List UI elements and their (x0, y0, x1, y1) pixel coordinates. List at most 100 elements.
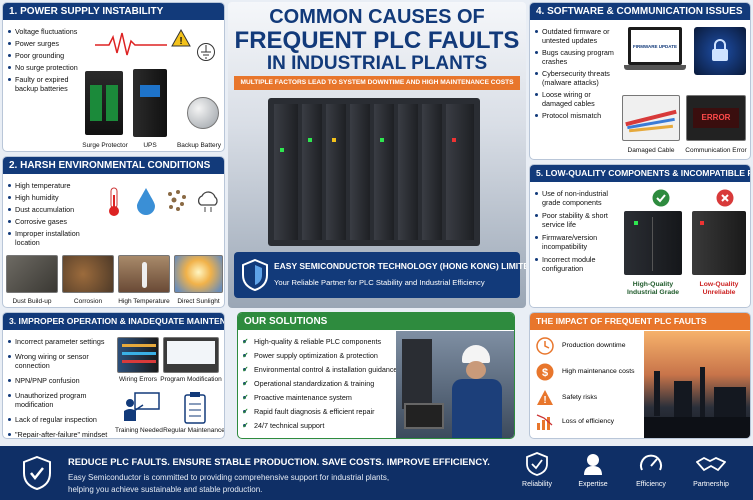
check-icon: ✓ (242, 407, 249, 416)
panel-environment: 2. HARSH ENVIRONMENTAL CONDITIONS High t… (2, 156, 225, 308)
direct-sunlight-image (174, 255, 223, 293)
list-item: Unauthorized program modification (7, 391, 119, 409)
caption: Program Modification (160, 376, 222, 383)
footer-icon-label: Expertise (578, 481, 608, 488)
laptop-image: FIRMWARE UPDATE (624, 27, 686, 75)
engineer-photo (396, 331, 514, 438)
bad-label: Low-Quality Unreliable (699, 281, 739, 297)
firmware-screen-text: FIRMWARE UPDATE (633, 43, 677, 49)
backup-battery-image (187, 97, 219, 129)
wiring-errors-image (117, 337, 159, 373)
panel-header: 2. HARSH ENVIRONMENTAL CONDITIONS (3, 157, 224, 174)
warning-icon: ! (537, 390, 553, 406)
voltage-spike-icon (95, 32, 167, 56)
caption: Communication Error (685, 147, 747, 154)
footer-icon-label: Reliability (522, 481, 552, 488)
program-modification-image (163, 337, 219, 373)
dollar-icon: $ (536, 363, 554, 381)
title-line: COMMON CAUSES OF (269, 6, 485, 28)
maintenance-checklist-icon (184, 392, 206, 424)
cross-icon (716, 189, 734, 207)
company-tagline: Your Reliable Partner for PLC Stability … (274, 278, 485, 287)
cause-list: Incorrect parameter settings Wrong wirin… (7, 337, 119, 438)
footer-icon-item: Reliability (514, 452, 560, 488)
good-label: High-Quality Industrial Grade (626, 281, 680, 297)
solution-label: Proactive maintenance system (254, 393, 352, 402)
svg-text:$: $ (542, 367, 548, 379)
subtitle-banner: MULTIPLE FACTORS LEAD TO SYSTEM DOWNTIME… (234, 76, 520, 90)
list-item: High humidity (7, 193, 97, 202)
list-item: High temperature (7, 181, 97, 190)
shield-logo-icon (242, 259, 268, 291)
list-item: Wrong wiring or sensor connection (7, 352, 119, 370)
footer-text: helping you achieve sustainable and stab… (68, 485, 263, 494)
panel-header: 1. POWER SUPPLY INSTABILITY (3, 3, 224, 20)
hero-section: COMMON CAUSES OF FREQUENT PLC FAULTS IN … (228, 2, 526, 308)
lock-icon (712, 39, 728, 61)
cause-list: Outdated firmware or untested updates Bu… (534, 27, 620, 120)
caption: Training Needed (115, 427, 163, 434)
warning-icon: ! (171, 29, 191, 47)
solution-label: High-quality & reliable PLC components (254, 337, 382, 346)
impact-item: Production downtime (536, 337, 640, 357)
reliability-icon (526, 452, 548, 476)
check-icon: ✓ (242, 379, 249, 388)
ground-icon (197, 43, 215, 61)
solutions-list: ✓High-quality & reliable PLC components … (242, 337, 402, 430)
shield-check-icon (23, 456, 51, 490)
footer-text: Easy Semiconductor is committed to provi… (68, 473, 390, 482)
solution-label: Power supply optimization & protection (254, 351, 378, 360)
impact-label: High maintenance costs (562, 368, 635, 375)
footer-banner: REDUCE PLC FAULTS. ENSURE STABLE PRODUCT… (0, 446, 753, 500)
title-line: IN INDUSTRIAL PLANTS (266, 53, 488, 74)
list-item: Bugs causing program crashes (534, 48, 620, 66)
solution-item: ✓ 24/7 technical support (242, 421, 402, 430)
caption: UPS (143, 142, 157, 149)
dust-icon (168, 190, 186, 211)
panel-header: 3. IMPROPER OPERATION & INADEQUATE MAINT… (3, 313, 224, 330)
caption: Backup Battery (176, 142, 222, 149)
check-icon: ✓ (242, 365, 249, 374)
check-icon: ✓ (242, 421, 249, 430)
downtime-clock-icon (536, 337, 554, 355)
footer-icon-label: Efficiency (636, 481, 666, 488)
corrosive-gas-icon (197, 191, 218, 212)
panel-operation-maintenance: 3. IMPROPER OPERATION & INADEQUATE MAINT… (2, 312, 225, 439)
list-item: Firmware/version incompatibility (534, 233, 616, 251)
solution-item: ✓High-quality & reliable PLC components (242, 337, 402, 346)
list-item: Cybersecurity threats (malware attacks) (534, 69, 620, 87)
page-title: COMMON CAUSES OF FREQUENT PLC FAULTS IN … (228, 6, 526, 75)
list-item: Incorrect module configuration (534, 255, 616, 273)
cause-list: Voltage fluctuations Power surges Poor g… (7, 27, 89, 93)
check-icon (652, 189, 670, 207)
surge-protector-image (85, 71, 123, 135)
panel-header: THE IMPACT OF FREQUENT PLC FAULTS (530, 313, 750, 330)
solution-label: Operational standardization & training (254, 379, 375, 388)
list-item: Corrosive gases (7, 217, 97, 226)
damaged-cable-image (622, 95, 680, 141)
solution-label: 24/7 technical support (254, 421, 325, 430)
expertise-icon (584, 454, 602, 475)
impact-label: Loss of efficiency (562, 418, 615, 425)
low-quality-plc-image (692, 211, 746, 275)
quality-plc-image (624, 211, 682, 275)
footer-icon-item: Efficiency (628, 452, 674, 488)
title-line: FREQUENT PLC FAULTS (234, 27, 520, 54)
solution-item: ✓Rapid fault diagnosis & efficient repai… (242, 407, 402, 416)
footer-headline: REDUCE PLC FAULTS. ENSURE STABLE PRODUCT… (68, 456, 490, 467)
list-item: Improper installation location (7, 229, 97, 247)
check-icon: ✓ (242, 351, 249, 360)
caption: Dust Build-up (12, 298, 52, 305)
training-icon (124, 392, 160, 421)
list-item: Lack of regular inspection (7, 415, 119, 424)
footer-icon-label: Partnership (693, 481, 729, 488)
list-item: Power surges (7, 39, 89, 48)
industrial-plant-image (644, 331, 750, 438)
caption: High Temperature (118, 298, 170, 305)
caption: Regular Maintenance (163, 427, 225, 434)
solution-label: Environmental control & installation gui… (254, 365, 398, 374)
list-item: Poor stability & short service life (534, 211, 616, 229)
list-item: Poor grounding (7, 51, 89, 60)
security-lock-image (694, 27, 746, 75)
panel-header: 4. SOFTWARE & COMMUNICATION ISSUES (530, 3, 750, 20)
